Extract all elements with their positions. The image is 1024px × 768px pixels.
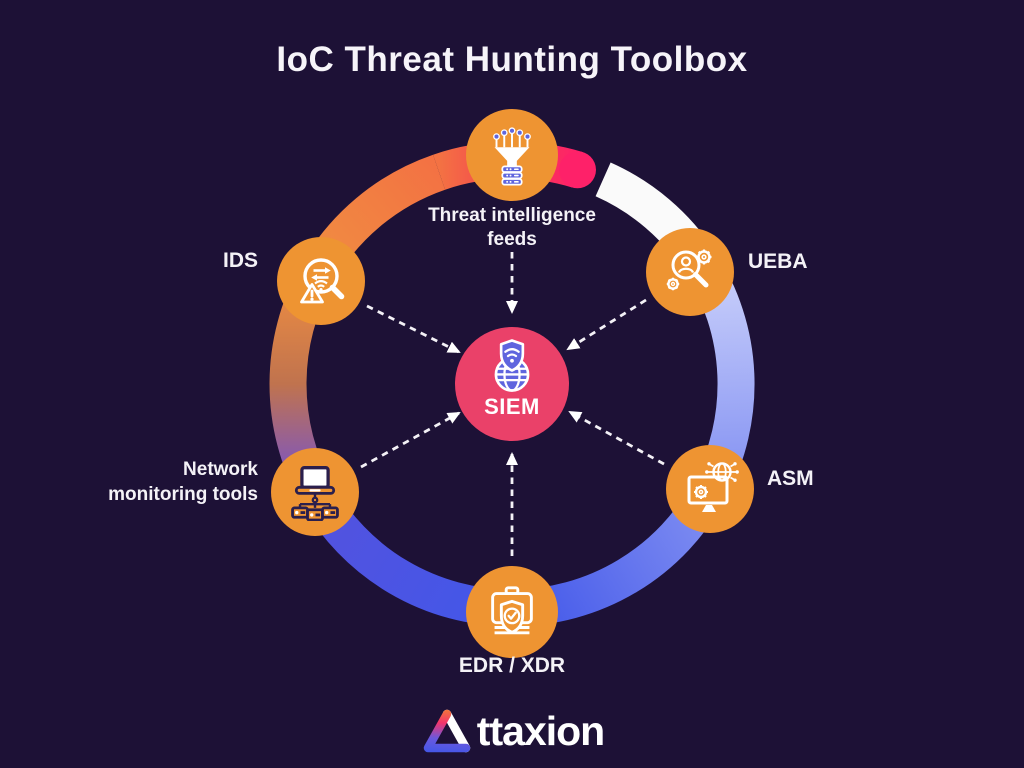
label-asm: ASM: [767, 467, 814, 490]
monitor-globe-gear-icon: [687, 462, 739, 512]
arrow-ids: [366, 304, 461, 354]
ring-pink-cap: [559, 151, 596, 189]
laptop-network-devices-icon: [291, 466, 339, 521]
label-threat-intel-feeds: Threat intelligence feeds: [428, 205, 596, 250]
arrow-network: [360, 411, 461, 469]
attaxion-wordmark: ttaxion: [476, 707, 605, 754]
node-ueba: [646, 228, 734, 316]
node-asm: [666, 445, 754, 533]
node-ids: [277, 237, 365, 325]
siem-label: SIEM: [484, 394, 540, 419]
node-threat-intel-feeds: [466, 109, 558, 201]
node-edr-xdr: [466, 566, 558, 658]
page-title: IoC Threat Hunting Toolbox: [276, 40, 748, 79]
arrow-asm: [568, 410, 665, 466]
label-ids: IDS: [222, 249, 258, 272]
label-edr-xdr: EDR / XDR: [458, 654, 566, 677]
attaxion-logo: ttaxion: [0, 706, 1024, 756]
arrows-to-center: [360, 252, 665, 556]
label-ueba: UEBA: [748, 250, 808, 273]
node-network-monitoring: [271, 448, 359, 536]
label-network-monitoring: Network monitoring tools: [108, 459, 258, 505]
attaxion-a-mark-icon: [423, 709, 471, 753]
globe-shield-wifi-icon: [494, 339, 530, 392]
device-shield-check-icon: [491, 586, 533, 635]
funnel-database-icon: [493, 127, 531, 186]
user-magnifier-gears-icon: [666, 249, 712, 291]
arrow-ueba: [566, 298, 647, 351]
magnifier-traffic-alert-icon: [300, 258, 345, 304]
node-siem-center: SIEM: [455, 327, 569, 441]
